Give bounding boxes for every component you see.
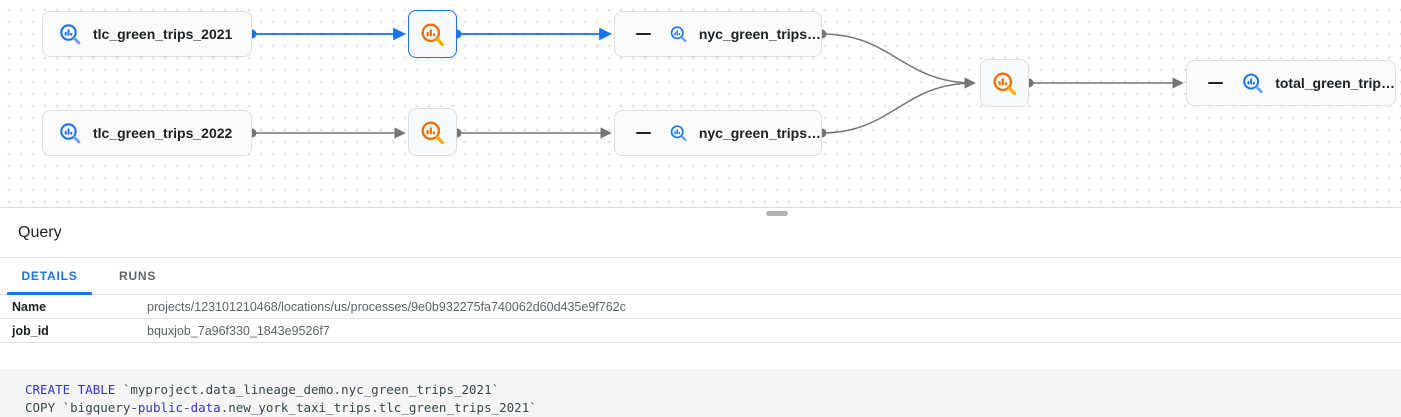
sql-line-2: COPY `bigquery-public-data.new_york_taxi… xyxy=(25,399,1401,417)
node-label: nyc_green_trips… xyxy=(698,125,821,141)
panel-resize-handle[interactable] xyxy=(766,211,788,216)
field-row-job-id: job_id bquxjob_7a96f330_1843e9526f7 xyxy=(0,319,1401,343)
node-total-green-trips[interactable]: total_green_trip… xyxy=(1186,60,1396,106)
node-nyc-green-trips-top[interactable]: nyc_green_trips… xyxy=(614,11,822,57)
node-query-process-3[interactable] xyxy=(980,59,1029,107)
node-tlc-green-trips-2022[interactable]: tlc_green_trips_2022 xyxy=(42,110,252,156)
bigquery-query-icon xyxy=(993,72,1017,95)
tab-details[interactable]: DETAILS xyxy=(7,258,92,295)
tab-bar: DETAILS RUNS xyxy=(0,258,1401,295)
edge-nyc-top-to-process3 xyxy=(821,33,976,89)
tab-runs[interactable]: RUNS xyxy=(119,269,157,283)
node-query-process-2[interactable] xyxy=(408,108,457,156)
bigquery-table-icon xyxy=(670,125,687,142)
collapse-minus-icon[interactable] xyxy=(1208,82,1223,84)
sql-text: COPY `bigquery- xyxy=(25,400,138,415)
node-tlc-green-trips-2021[interactable]: tlc_green_trips_2021 xyxy=(42,11,252,57)
field-value: bquxjob_7a96f330_1843e9526f7 xyxy=(147,323,330,338)
sql-line-1: CREATE TABLE `myproject.data_lineage_dem… xyxy=(25,381,1401,399)
node-nyc-green-trips-bottom[interactable]: nyc_green_trips… xyxy=(614,110,822,156)
sql-text: - xyxy=(183,400,191,415)
sql-keyword: data xyxy=(190,400,221,415)
field-row-name: Name projects/123101210468/locations/us/… xyxy=(0,295,1401,319)
bigquery-table-icon xyxy=(1243,73,1263,93)
node-query-process-1[interactable] xyxy=(408,10,457,58)
bigquery-table-icon xyxy=(60,123,81,144)
node-label: nyc_green_trips… xyxy=(698,26,821,42)
node-label: total_green_trip… xyxy=(1275,75,1395,91)
field-label: job_id xyxy=(12,323,49,338)
node-label: tlc_green_trips_2022 xyxy=(93,125,233,141)
details-panel: Query DETAILS RUNS Name projects/1231012… xyxy=(0,207,1401,417)
field-label: Name xyxy=(12,299,47,314)
sql-keyword: CREATE TABLE xyxy=(25,382,116,397)
sql-keyword: public xyxy=(137,400,184,415)
bigquery-query-icon xyxy=(421,23,445,46)
bigquery-table-icon xyxy=(670,26,687,43)
bigquery-table-icon xyxy=(60,24,81,45)
sql-code-block: CREATE TABLE `myproject.data_lineage_dem… xyxy=(0,369,1401,417)
field-value: projects/123101210468/locations/us/proce… xyxy=(147,299,626,314)
panel-title: Query xyxy=(18,223,62,241)
collapse-minus-icon[interactable] xyxy=(636,132,651,134)
sql-text: `myproject.data_lineage_demo.nyc_green_t… xyxy=(115,382,500,397)
panel-header: Query xyxy=(0,208,1401,258)
sql-text: .new_york_taxi_trips.tlc_green_trips_202… xyxy=(220,400,537,415)
collapse-minus-icon[interactable] xyxy=(636,33,651,35)
edge-nyc-bottom-to-process3 xyxy=(821,77,976,134)
node-label: tlc_green_trips_2021 xyxy=(93,26,233,42)
bigquery-query-icon xyxy=(421,121,445,144)
lineage-canvas[interactable]: tlc_green_trips_2021 nyc_green_trips… xyxy=(0,0,1401,207)
